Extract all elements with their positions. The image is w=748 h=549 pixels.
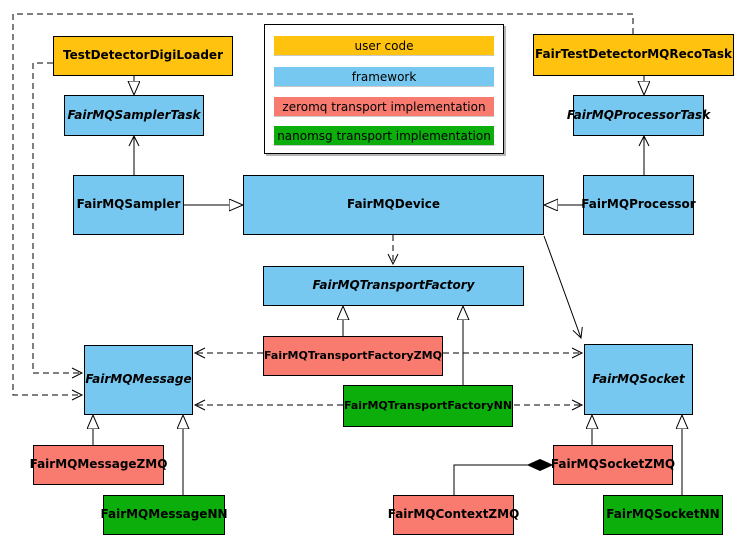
node-fairmqsampler: FairMQSampler	[73, 175, 184, 235]
edge-digiloader-message	[32, 62, 84, 379]
node-testdetectordigiloader: TestDetectorDigiLoader	[53, 36, 233, 76]
edge-recotask-message	[12, 13, 634, 401]
node-fairmqtransportfactoryzmq: FairMQTransportFactoryZMQ	[263, 336, 443, 376]
node-fairtestdetectormqrecotask: FairTestDetectorMQRecoTask	[533, 34, 734, 76]
node-fairmqsocketzmq: FairMQSocketZMQ	[551, 445, 675, 485]
node-fairmqdevice: FairMQDevice	[243, 175, 544, 235]
legend: user code framework zeromq transport imp…	[264, 24, 504, 154]
node-fairmqcontextzmq: FairMQContextZMQ	[388, 495, 519, 535]
node-fairmqmessagezmq: FairMQMessageZMQ	[30, 445, 167, 485]
node-fairmqtransportfactorynn: FairMQTransportFactoryNN	[343, 385, 513, 427]
node-fairmqmessage: FairMQMessage	[84, 345, 193, 415]
node-fairmqsocket: FairMQSocket	[584, 344, 693, 415]
node-fairmqtransportfactory: FairMQTransportFactory	[263, 266, 524, 306]
node-fairmqprocessortask: FairMQProcessorTask	[567, 95, 710, 136]
legend-item-nanomsg: nanomsg transport implementation	[274, 126, 494, 145]
legend-item-zeromq: zeromq transport implementation	[274, 97, 494, 116]
node-fairmqprocessor: FairMQProcessor	[581, 175, 696, 235]
node-fairmqsocketnn: FairMQSocketNN	[603, 495, 723, 535]
legend-item-framework: framework	[274, 67, 494, 86]
legend-item-user-code: user code	[274, 36, 494, 55]
edge-ctxzmq-sockzmq	[453, 465, 552, 495]
node-fairmqsamplertask: FairMQSamplerTask	[64, 95, 204, 136]
edge-device-socket	[543, 235, 583, 340]
node-fairmqmessagenn: FairMQMessageNN	[100, 495, 228, 535]
